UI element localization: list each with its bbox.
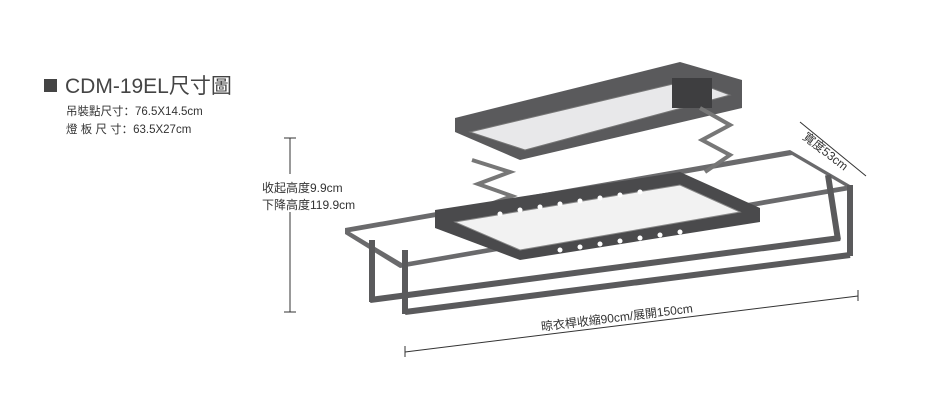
spec-label: 燈 板 尺 寸：	[66, 124, 134, 136]
height-retracted-label: 收起高度9.9cm	[262, 181, 343, 195]
spec-mounting: 吊裝點尺寸：76.5X14.5cm	[66, 103, 203, 119]
height-lowered-label: 下降高度119.9cm	[262, 198, 356, 212]
spec-light-panel: 燈 板 尺 寸：63.5X27cm	[66, 121, 191, 137]
dimension-lines	[284, 121, 867, 357]
page-title: CDM-19EL尺寸圖	[44, 70, 232, 100]
bullet-square-icon	[44, 78, 57, 92]
spec-value: 76.5X14.5cm	[135, 106, 203, 118]
rack-frame	[345, 62, 853, 315]
title-text: CDM-19EL尺寸圖	[65, 75, 232, 98]
spec-value: 63.5X27cm	[133, 124, 192, 136]
spec-label: 吊裝點尺寸：	[66, 106, 135, 118]
